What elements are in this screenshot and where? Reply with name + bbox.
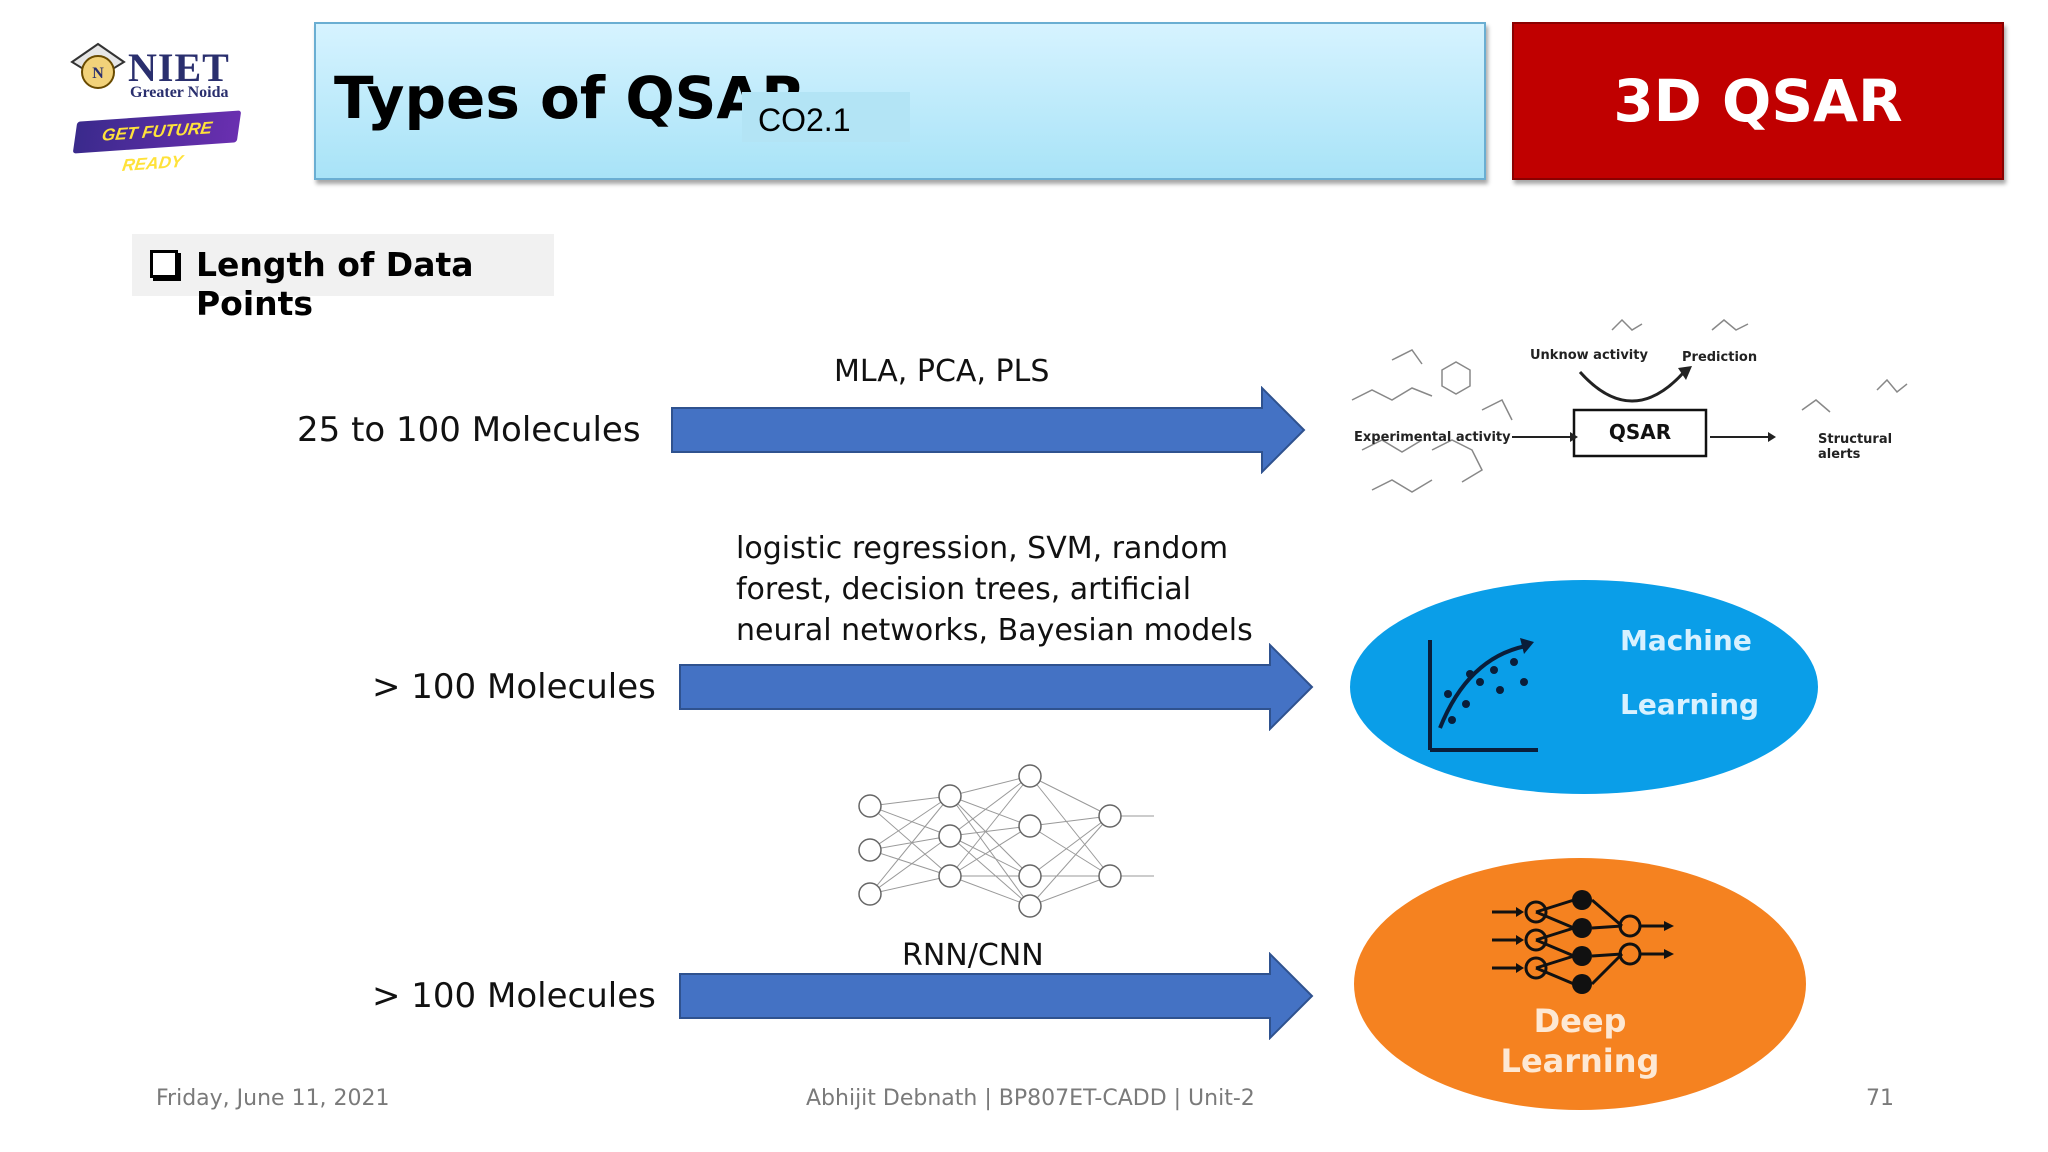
row-label-1: 25 to 100 Molecules: [297, 410, 641, 450]
topic-badge: 3D QSAR: [1512, 22, 2004, 180]
checkbox-bullet-icon: [150, 250, 178, 278]
arrow-icon: [671, 386, 1306, 474]
footer-date: Friday, June 11, 2021: [156, 1086, 390, 1111]
logo-subtitle: Greater Noida: [130, 84, 229, 101]
deep-learning-badge: Deep Learning: [1352, 856, 1808, 1112]
dl-label-line2: Learning: [1500, 1042, 1660, 1080]
arrow-label-3: RNN/CNN: [902, 938, 1044, 973]
arrow-icon: [679, 643, 1314, 731]
arrow-label-1: MLA, PCA, PLS: [834, 354, 1050, 389]
qsar-box-label: QSAR: [1608, 420, 1672, 444]
title-banner: Types of QSAR CO2.1: [314, 22, 1486, 180]
crest-icon: N: [70, 42, 126, 89]
molecule-scribbles-icon: [1351, 318, 1908, 493]
row-label-2: > 100 Molecules: [372, 667, 656, 707]
slide-title: Types of QSAR: [334, 64, 806, 132]
qsar-workflow-diagram: Unknow activity Prediction QSAR Experime…: [1332, 300, 1932, 530]
prediction-label: Prediction: [1682, 350, 1758, 365]
row-label-3: > 100 Molecules: [372, 976, 656, 1016]
slide-number: 71: [1866, 1086, 1894, 1111]
footer-author: Abhijit Debnath | BP807ET-CADD | Unit-2: [806, 1086, 1255, 1111]
structural-alerts-label: Structural alerts: [1818, 432, 1893, 462]
niet-logo: N NIET Greater Noida GET FUTURE READY: [68, 38, 248, 175]
svg-text:N: N: [92, 65, 104, 82]
method-line: logistic regression, SVM, random: [736, 531, 1229, 566]
method-line: neural networks, Bayesian models: [736, 613, 1253, 648]
unknown-activity-label: Unknow activity: [1530, 348, 1648, 363]
logo-name: NIET: [128, 45, 230, 90]
experimental-activity-label: Experimental activity: [1354, 430, 1511, 445]
dl-ellipse: [1354, 858, 1806, 1110]
course-outcome-code: CO2.1: [742, 92, 910, 142]
ml-label-line2: Learning: [1620, 688, 1760, 721]
machine-learning-badge: Machine Learning: [1348, 578, 1820, 796]
section-heading-label: Length of Data Points: [196, 245, 474, 323]
method-line: forest, decision trees, artificial: [736, 572, 1192, 607]
ml-ellipse: [1350, 580, 1818, 794]
ml-label-line1: Machine: [1620, 624, 1752, 657]
section-heading: Length of Data Points: [132, 234, 554, 323]
arrow-label-2: logistic regression, SVM, random forest,…: [736, 528, 1253, 651]
dl-label-line1: Deep: [1533, 1002, 1627, 1040]
neural-network-diagram-icon: [858, 764, 1154, 918]
arrow-icon: [679, 952, 1314, 1040]
logo-tagline: GET FUTURE READY: [72, 110, 242, 175]
